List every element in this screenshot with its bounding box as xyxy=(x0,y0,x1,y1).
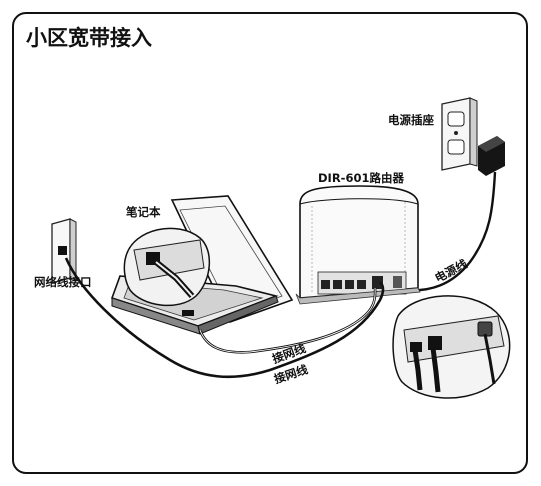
laptop-port-zoom xyxy=(123,227,211,307)
diagram-frame xyxy=(12,12,528,474)
wall-to-router-cable xyxy=(64,257,385,379)
diagram-title: 小区宽带接入 xyxy=(26,26,152,50)
router-port-zoom xyxy=(392,295,511,399)
wall-network-port-icon xyxy=(51,218,77,284)
power-outlet-label: 电源插座 xyxy=(388,113,434,127)
router-label: DIR-601路由器 xyxy=(318,171,404,185)
router-icon xyxy=(295,185,421,305)
laptop-label: 笔记本 xyxy=(126,205,161,219)
wall-port-label: 网络线接口 xyxy=(34,275,92,289)
power-outlet-icon xyxy=(441,97,478,171)
power-adapter-icon xyxy=(478,136,505,176)
